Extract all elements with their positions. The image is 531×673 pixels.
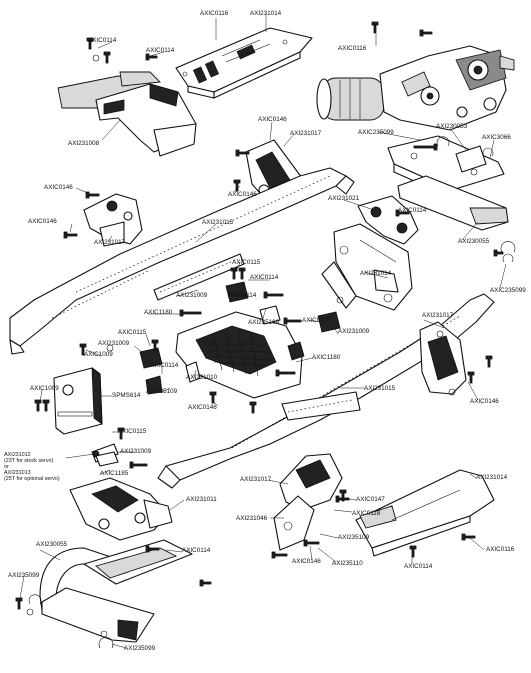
label-AXIC0146-a: AXIC0146 [258,116,287,123]
mount-block-b [317,311,341,333]
leader-lines [19,14,507,649]
label-AXI231009-a: AXI231009 [176,292,208,299]
label-AXI235099-b: AXI235099 [124,645,156,652]
label-AXI231012-or-AXI231013: AXI231012 (23T for stock servo) or AXI23… [4,452,60,482]
label-AXIC3066: AXIC3066 [482,134,511,141]
shock-tower-left [83,193,143,247]
label-AXIC0116-b: AXIC0116 [486,546,515,553]
label-AXIC0114-d: AXIC0114 [150,362,179,369]
label-AXI235110: AXI235110 [332,560,363,567]
label-AXI231008: AXI231008 [68,140,100,147]
top-electronics-plate [175,27,313,99]
label-AXI231015-a: AXI231015 [202,219,234,226]
servo-horn-plate [455,145,487,173]
label-AXIC0116-right: AXIC0116 [338,45,367,52]
label-AXIC0146-b: AXIC0146 [44,184,73,191]
label-AXI231015-b: AXI231015 [364,385,396,392]
frame-rail-upper [9,167,355,355]
bumper-shackle [28,594,42,605]
skid-strip-holes [159,258,239,293]
label-AXI231011: AXI231011 [186,496,217,503]
transmission-motor [316,45,515,131]
body-mount-part [57,71,197,157]
label-AXIC0146-c: AXIC0146 [228,191,257,198]
label-AXIC0115-a: AXIC0115 [232,259,261,266]
label-AXIC0114-top-mid: AXIC0114 [146,47,175,54]
label-AXI231017-c: AXI231017 [422,312,454,319]
label-AXI231014-c: AXI231014 [476,474,508,481]
label-AXI235109-a: AXI235109 [248,319,280,326]
label-AXIC0114-e: AXIC0114 [404,563,433,570]
label-AXIC0147: AXIC0147 [356,496,385,503]
label-AXI231014-b: AXI231014 [360,270,392,277]
label-AXI231046: AXI231046 [236,515,268,522]
cross-member [321,195,419,311]
servo [53,367,103,435]
front-bumper [39,539,193,649]
label-AXI235109-c: AXI235109 [338,534,370,541]
label-AXIC0146-d: AXIC0146 [28,218,57,225]
label-AXIC0115-b: AXIC0115 [302,317,331,324]
label-AXI231014-top: AXI231014 [250,10,282,17]
label-AXI230053: AXI230053 [436,123,468,130]
mount-block-e [287,341,305,361]
label-AXI231017-a: AXI231017 [290,130,322,137]
screws [15,21,504,638]
label-AXI231017-d: AXI231017 [240,476,272,483]
rear-tower-link [273,453,343,551]
rail-skid-strip-lower [281,391,361,421]
label-AXI231017-b: AXI231017 [94,239,126,246]
label-AXIC1180-a: AXIC1180 [144,309,173,316]
label-AXIC0146-f: AXIC0146 [188,404,217,411]
label-AXI235099-a: AXI235099 [8,572,40,579]
label-AXI235109-b: AXI235109 [146,388,178,395]
electronics-tray [175,305,303,399]
label-AXIC0116-top: AXIC0116 [200,10,229,17]
label-AXI230055-b: AXI230055 [36,541,68,548]
label-AXIC1009-a: AXIC1009 [84,351,113,358]
label-AXIC235099-a: AXIC235099 [358,129,394,136]
rear-shock-tower [419,321,467,395]
label-AXI231009-b: AXI231009 [338,328,370,335]
label-AXIC0115-c: AXIC0115 [118,329,147,336]
label-AXI231009-d: AXI231009 [120,448,152,455]
label-AXI230055-a: AXI230055 [458,238,490,245]
label-AXIC0114-top-left: AXIC0114 [88,37,117,44]
label-AXIC0146-g: AXIC0146 [292,558,321,565]
label-AXI231010: AXI231010 [186,374,218,381]
label-AXIC0118: AXIC0118 [352,510,381,517]
label-AXIC0115-d: AXIC0115 [118,428,147,435]
front-bumper-mount [387,135,509,231]
label-AXIC1185: AXIC1185 [100,470,129,477]
label-AXIC0114-c: AXIC0114 [228,292,257,299]
label-AXI231021: AXI231021 [328,195,360,202]
servo-mount [69,477,173,541]
label-AXIC1009-b: AXIC1009 [30,385,59,392]
mount-block-a [225,281,249,303]
label-AXIC235099-b: AXIC235099 [490,287,526,294]
label-AXIC0146-e: AXIC0146 [470,398,499,405]
label-SPMS614: SPMS614 [112,392,141,399]
label-AXIC0114-f: AXIC0114 [182,547,211,554]
label-AXIC1180-b: AXIC1180 [312,354,341,361]
label-AXIC0114-b: AXIC0114 [250,274,279,281]
servo-saver [95,451,119,467]
label-AXIC0114-r: AXIC0114 [398,207,427,214]
label-AXI231009-c: AXI231009 [98,340,130,347]
rear-skid-plate [355,469,495,557]
rail-skid-strip [153,253,245,301]
